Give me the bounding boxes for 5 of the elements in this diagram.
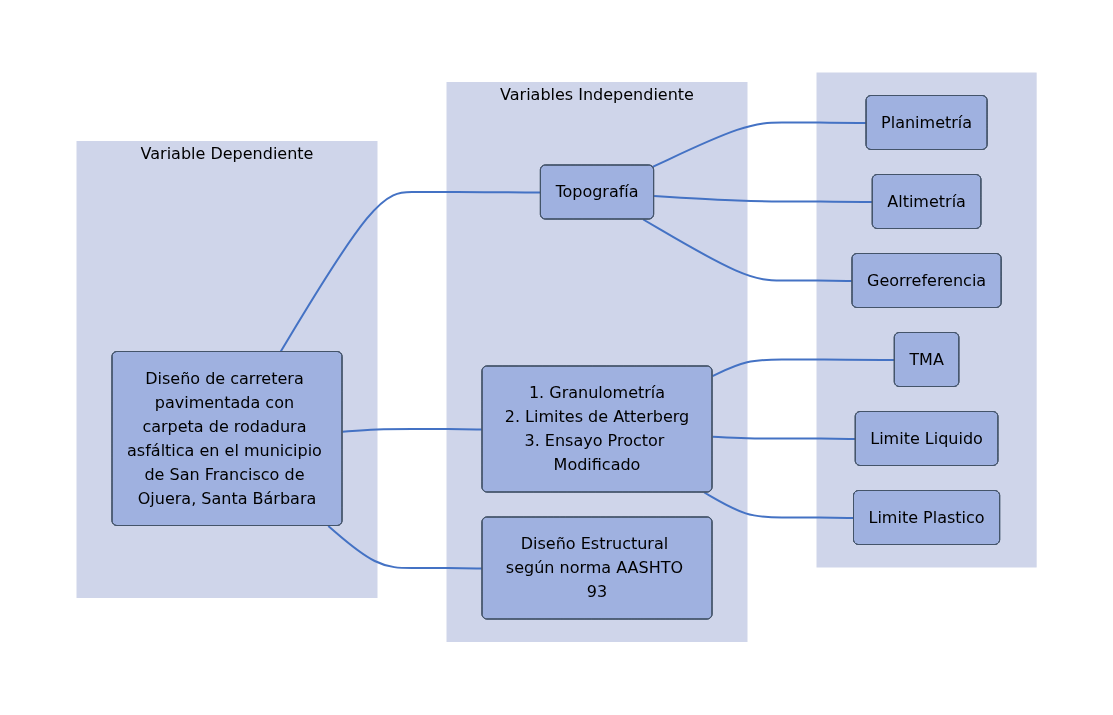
cluster bbox=[816, 72, 1037, 568]
connector bbox=[711, 436, 857, 441]
connector bbox=[703, 491, 855, 520]
connector bbox=[653, 195, 874, 204]
connector bbox=[711, 358, 896, 378]
